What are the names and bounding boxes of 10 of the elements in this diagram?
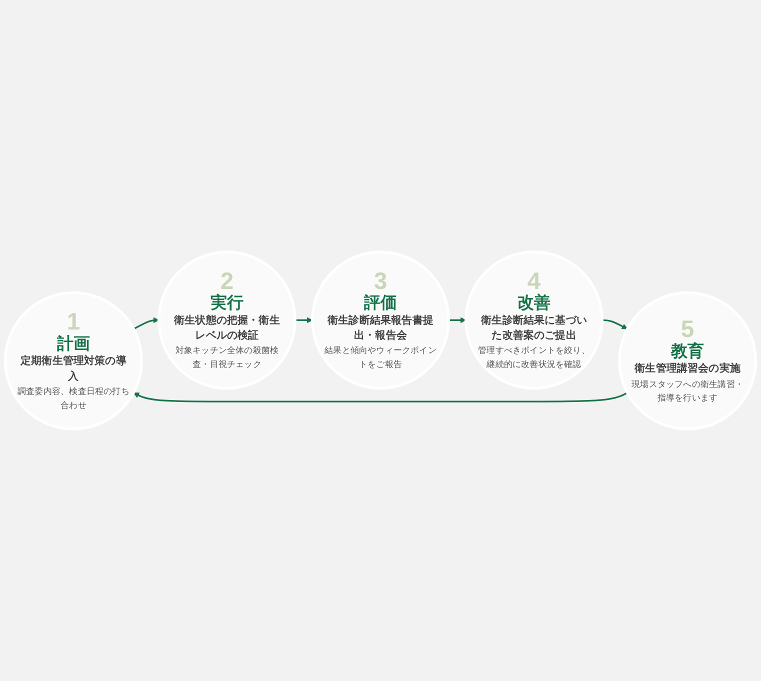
node-circle: 1 計画 定期衛生管理対策の導入 調査委内容、検査日程の打ち合わせ [4,291,143,430]
arrow [602,319,628,330]
node-circle: 2 実行 衛生状態の把握・衛生レベルの検証 対象キッチン全体の殺菌検査・目視チェック [158,250,296,390]
arrow [133,392,628,402]
node-circle: 4 改善 衛生診断結果に基づいた改善案のご提出 管理すべきポイントを絞り、継続的に改善状況を確認 [464,250,604,390]
node-circle: 3 評価 衛生診断結果報告書提出・報告会 結果と傾向やウィークポイントをご報告 [311,250,450,390]
arrow [448,317,466,324]
arrow [295,317,313,324]
node-circle: 5 教育 衛生管理講習会の実施 現場スタッフへの衛生講習・指導を行います [618,291,758,430]
arrow [133,317,160,330]
